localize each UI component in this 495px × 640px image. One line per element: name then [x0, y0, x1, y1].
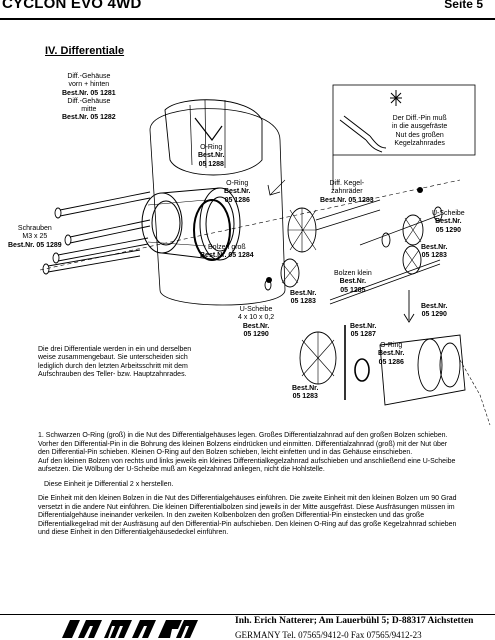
large-bevel-gear — [287, 199, 381, 253]
washer-dot-1 — [417, 187, 423, 193]
label-pin-1287: Best.Nr. 05 1287 — [350, 323, 377, 339]
zoom-outline — [149, 108, 286, 306]
footer-address: Inh. Erich Natterer; Am Lauerbühl 5; D-8… — [235, 616, 474, 626]
label-u-washer-left: U-Scheibe 4 x 10 x 0,2 Best.Nr. 05 1290 — [238, 306, 275, 338]
diff-housing — [141, 187, 241, 261]
section-title: IV. Differentiale — [45, 45, 125, 57]
label-pin-large: Bolzen groß Best.Nr. 05 1284 — [200, 244, 254, 260]
header-rule — [0, 18, 495, 20]
label-gear-1283-bottom: Best.Nr. 05 1283 — [292, 385, 319, 401]
washer-dot-2 — [266, 277, 272, 283]
housing-detail-inset — [164, 99, 263, 176]
tweezers-illustration — [339, 90, 402, 153]
instruction-step-1: 1. Schwarzen O-Ring (groß) in die Nut de… — [38, 432, 448, 456]
differential-exploded-diagram — [39, 84, 491, 426]
note-box — [332, 84, 476, 156]
label-o-ring-1286: O-Ring Best.Nr. 05 1286 — [224, 180, 251, 204]
label-gear-1283-mid: Best.Nr. 05 1283 — [290, 290, 317, 306]
bottom-assembly — [299, 325, 491, 426]
instruction-step-1b: Auf den kleinen Bolzen von rechts und li… — [38, 457, 456, 474]
small-pin-shape — [329, 259, 441, 305]
label-pin-note: Der Diff.-Pin muß in die ausgefräste Nut… — [392, 115, 448, 147]
label-screws: Schrauben M3 x 25 Best.Nr. 05 1289 — [8, 225, 62, 249]
assembly-instructions: 1. Schwarzen O-Ring (groß) in die Nut de… — [38, 432, 458, 542]
label-diff-housing: Diff.-Gehäuse vorn + hinten Best.Nr. 05 … — [62, 73, 116, 122]
label-o-ring-1288: O-Ring Best.Nr. 05 1288 — [198, 144, 225, 168]
small-gear-left — [264, 258, 300, 291]
instruction-step-2: Die Einheit mit den kleinen Bolzen in di… — [38, 495, 457, 536]
footer-rule — [0, 614, 495, 615]
label-gear-1283-right: Best.Nr. 05 1283 — [421, 244, 448, 260]
screws — [42, 191, 151, 275]
exploded-view-figure: Diff.-Gehäuse vorn + hinten Best.Nr. 05 … — [0, 60, 495, 430]
label-washer-1290-right: Best.Nr. 05 1290 — [421, 303, 448, 319]
label-o-ring-1286-b: O-Ring Best.Nr. 05 1286 — [378, 342, 405, 366]
page-number: Seite 5 — [444, 0, 483, 11]
instruction-repeat: Diese Einheit je Differential 2 x herste… — [44, 480, 174, 488]
label-pin-small: Bolzen klein Best.Nr. 05 1285 — [334, 270, 372, 294]
assembly-note: Die drei Differentiale werden in ein und… — [38, 346, 192, 379]
label-u-washer-right: U-Scheibe Best.Nr. 05 1290 — [432, 210, 465, 234]
label-bevel-gears: Diff. Kegel- zahnräder Best.Nr. 05 1283 — [320, 180, 374, 204]
document-title: CYCLON EVO 4WD — [2, 0, 142, 12]
jamara-logo — [62, 620, 198, 638]
bevel-gears-right — [359, 206, 443, 275]
footer-contact: GERMANY Tel. 07565/9412-0 Fax 07565/9412… — [235, 630, 422, 640]
o-ring-large-shape — [193, 199, 231, 261]
